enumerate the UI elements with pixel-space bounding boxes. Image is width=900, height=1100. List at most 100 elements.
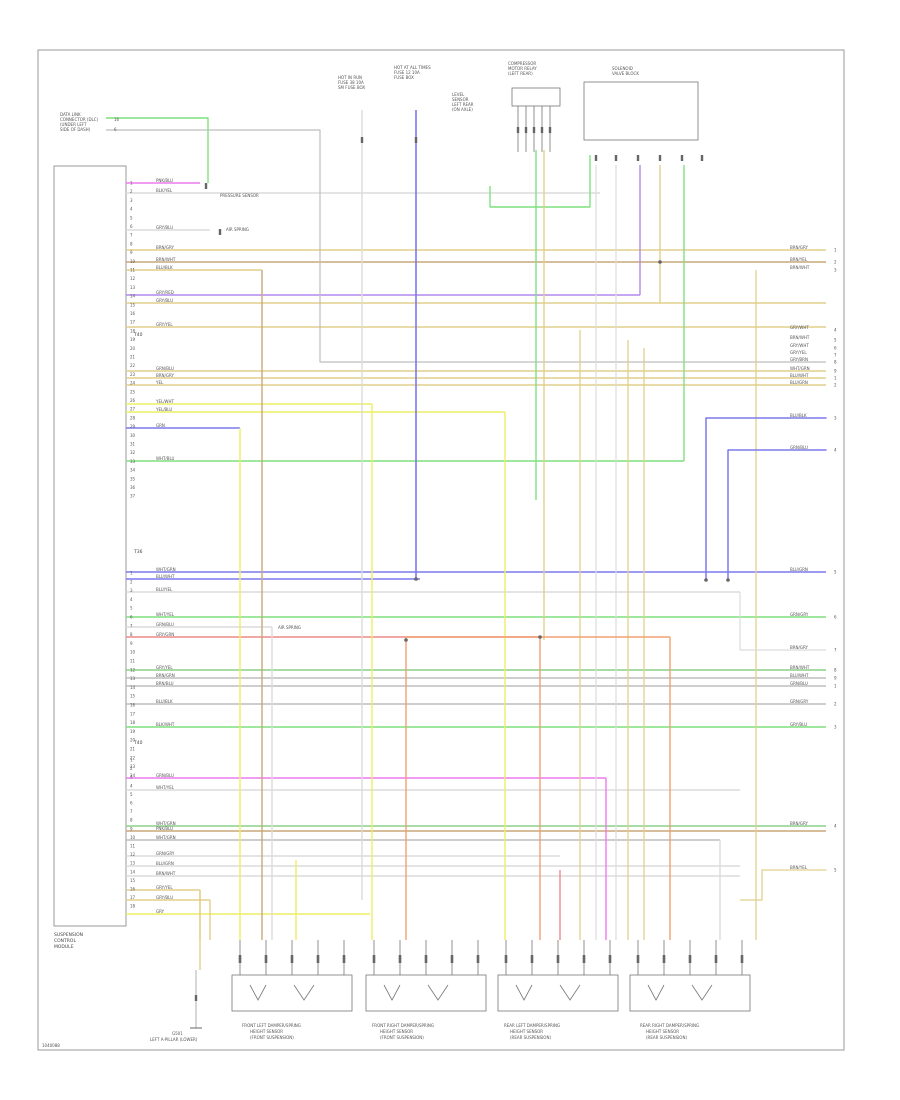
rear-left-label-3: (REAR SUSPENSION) [510, 1035, 551, 1040]
module-connector-label-2: T36 [133, 549, 143, 555]
module-pin-number: 20 [130, 738, 136, 743]
module-pin-number: 10 [130, 835, 136, 840]
level-sensor-label-1: LEVEL [452, 92, 465, 97]
module-pin-number: 18 [130, 328, 136, 333]
damper-sensor-component [497, 940, 619, 1012]
right-pin-number: 6 [834, 615, 837, 620]
module-pin-number: 24 [130, 381, 136, 386]
module-pin-number: 29 [130, 424, 136, 429]
module-pin-number: 1 [130, 571, 133, 576]
right-vertical-blue-1 [705, 417, 827, 580]
wire-color-label: GRY/BLU [156, 298, 173, 303]
wire-color-label: BRN/GRY [156, 245, 174, 250]
ground-label-1: G501 [172, 1031, 183, 1036]
right-pin-number: 3 [834, 725, 837, 730]
right-pin-number: 4 [834, 328, 837, 333]
module-pin-number: 1 [130, 758, 133, 763]
dlc-wire-green [106, 117, 209, 183]
module-pin-number: 12 [130, 852, 136, 857]
wire-color-label: BRN/WHT [156, 257, 176, 262]
right-wire-color-label: GRY/BLU [790, 722, 807, 727]
front-right-label-1: FRONT RIGHT DAMPER/SPRING [372, 1023, 434, 1028]
wire-color-label: BRN/WHT [156, 871, 176, 876]
rear-left-label-2: HEIGHT SENSOR [510, 1029, 543, 1034]
wire-color-label: PNK/BLU [156, 178, 173, 183]
sensor-terminal [636, 955, 640, 963]
module-pin-number: 9 [130, 250, 133, 255]
damper-sensor-box [231, 974, 353, 1012]
module-pin-number: 9 [130, 826, 133, 831]
wire-color-label: BRN/BLU [156, 681, 174, 686]
wire-color-label: GRY/RED [156, 290, 174, 295]
sensor-terminal [264, 955, 268, 963]
sensor-symbol [293, 984, 315, 1001]
damper-sensor-component [629, 940, 751, 1012]
level-sensor-label-4: (ON AXLE) [452, 107, 473, 112]
damper-sensor-box [629, 974, 751, 1012]
sensor-terminal [476, 955, 480, 963]
right-wire-color-label: BRN/WHT [790, 265, 810, 270]
module-pin-number: 3 [130, 588, 133, 593]
module-pin-number: 22 [130, 363, 136, 368]
sensor-symbol [647, 984, 665, 1001]
module-name-line-2: CONTROL [54, 938, 76, 944]
right-pin-number: 7 [834, 648, 837, 653]
wire-color-label: BLK/WHT [156, 722, 175, 727]
compressor-relay-label-3: (LEFT REAR) [508, 71, 533, 76]
splice-dot [658, 260, 662, 264]
air-spring-terminal [218, 229, 222, 235]
wire-color-label: BLU/BLK [156, 699, 173, 704]
module-pin-number: 2 [130, 189, 133, 194]
module-pin-number: 5 [130, 215, 133, 220]
relay-terminal [516, 127, 520, 133]
relay-terminal [532, 127, 536, 133]
module-pin-number: 13 [130, 285, 136, 290]
orange-bridge-wire [405, 636, 540, 640]
module-connector-label-3: T40 [133, 740, 143, 746]
compressor-relay-label-1: COMPRESSOR [508, 61, 536, 66]
wire-color-label: WHT/BLU [156, 456, 175, 461]
module-pin-number: 1 [130, 181, 133, 186]
module-pin-number: 6 [130, 615, 133, 620]
sensor-terminal [238, 955, 242, 963]
module-name-line-1: SUSPENSION [54, 932, 83, 938]
right-wire-color-label: BLU/GRN [790, 567, 808, 572]
right-wire-color-label: BRN/GRY [790, 645, 808, 650]
component-layer: 1234567891011121314151617181920212223242… [130, 81, 837, 1029]
relay-terminal [540, 127, 544, 133]
damper-sensor-box [365, 974, 487, 1012]
module-pin-number: 12 [130, 667, 136, 672]
right-pin-number: 5 [834, 570, 837, 575]
wire-color-label: GRN/BLU [156, 622, 174, 627]
level-sensor-label-2: SENSOR [452, 97, 469, 102]
sensor-terminal [372, 955, 376, 963]
wire-color-label: GRY/GRN [156, 632, 174, 637]
module-pin-number: 25 [130, 389, 136, 394]
wire-color-label: WHT/GRN [156, 835, 176, 840]
module-pin-number: 28 [130, 415, 136, 420]
right-pin-number: 4 [834, 448, 837, 453]
right-wire-color-label: BRN/YEL [790, 865, 808, 870]
wire-color-label: YEL/WHT [155, 399, 175, 404]
ground-terminal [194, 995, 198, 1001]
wire-color-label: GRN/GRY [156, 851, 175, 856]
module-pin-number: 16 [130, 887, 136, 892]
splice-dot [704, 578, 708, 582]
wire-color-label: GRY/YEL [156, 665, 173, 670]
hot-at-all-times-label-1: HOT AT ALL TIMES [394, 65, 431, 70]
right-wire-color-label: GRY/YEL [790, 350, 807, 355]
right-pin-number: 9 [834, 676, 837, 681]
pressure-sensor-terminal [204, 183, 208, 189]
module-pin-number: 17 [130, 895, 136, 900]
right-pin-number: 1 [834, 684, 837, 689]
module-pin-number: 3 [130, 198, 133, 203]
module-pin-number: 19 [130, 337, 136, 342]
module-pin-number: 32 [130, 450, 136, 455]
module-pin-number: 18 [130, 720, 136, 725]
right-wire-color-label: BRN/GRY [790, 821, 808, 826]
right-pin-number: 6 [834, 346, 837, 351]
module-pin-number: 5 [130, 792, 133, 797]
module-pin-number: 14 [130, 294, 136, 299]
right-wire-color-label: GRY/WHT [790, 343, 809, 348]
